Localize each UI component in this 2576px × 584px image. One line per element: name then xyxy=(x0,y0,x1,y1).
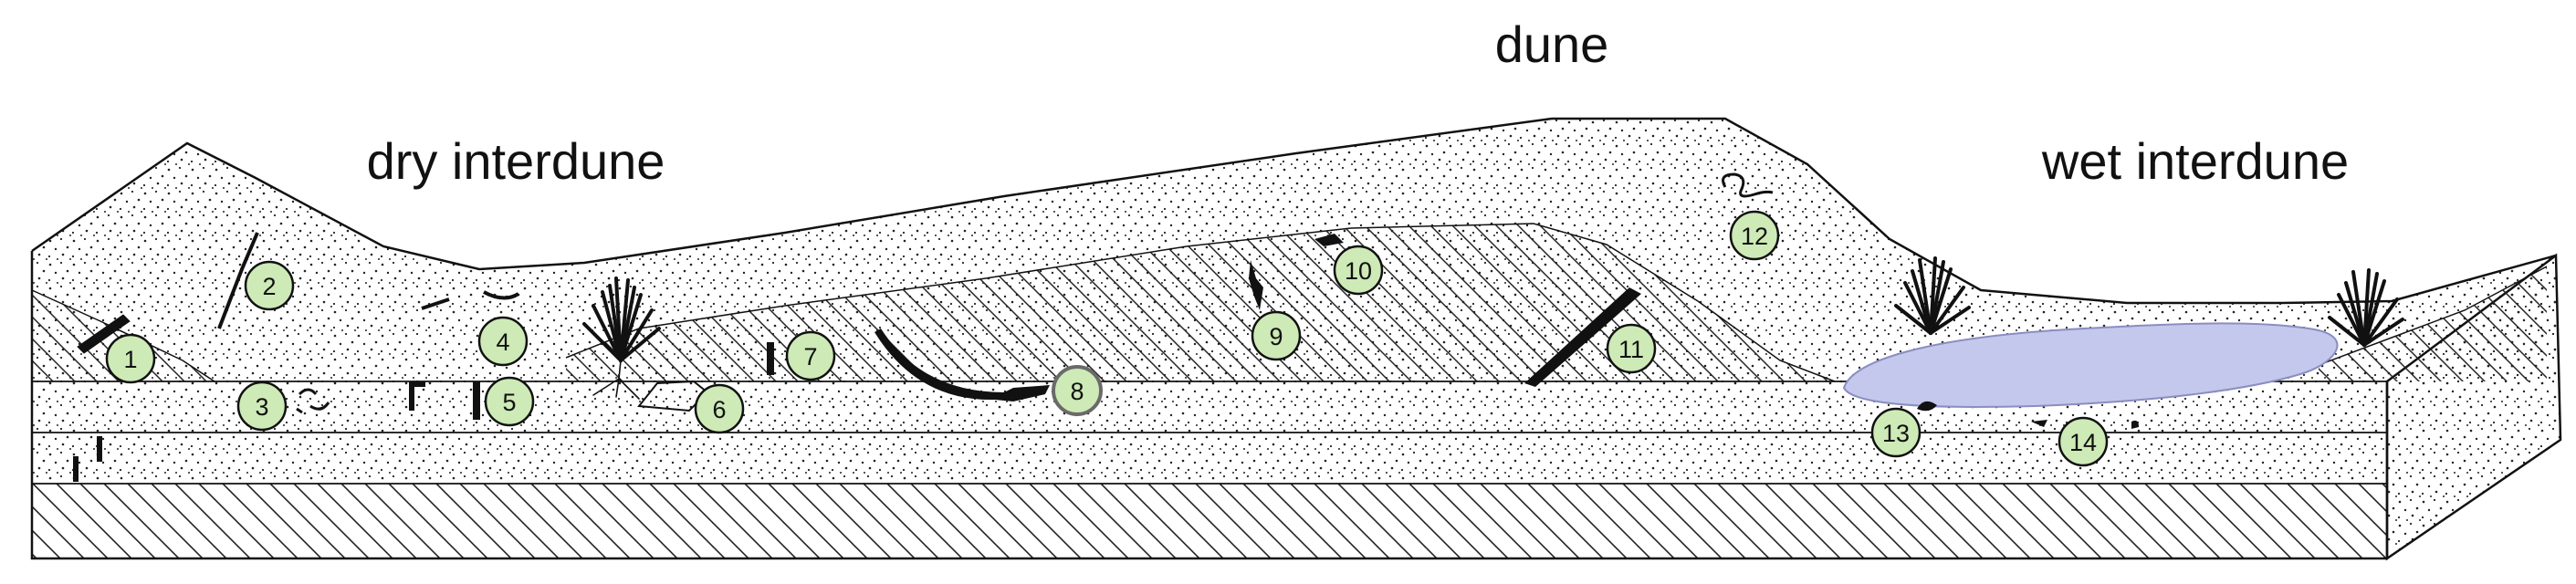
marker-number: 12 xyxy=(1741,223,1768,250)
marker-number: 9 xyxy=(1269,323,1283,350)
marker-circle xyxy=(236,381,288,432)
trace-feature-12 xyxy=(1722,172,1774,198)
marker-6: 6 xyxy=(694,383,745,434)
plant-icon xyxy=(1894,256,1971,335)
trace-feature-14 xyxy=(2031,420,2139,429)
marker-1: 1 xyxy=(105,333,156,384)
marker-circle xyxy=(1333,245,1384,296)
marker-number: 1 xyxy=(123,346,137,373)
trace-feature-9 xyxy=(1249,260,1263,310)
marker-14: 14 xyxy=(2058,416,2109,467)
trace-feature-8 xyxy=(874,328,1050,402)
marker-number: 7 xyxy=(803,343,817,370)
label-wet-interdune: wet interdune xyxy=(2041,132,2349,190)
marker-circle xyxy=(694,383,745,434)
marker-circle xyxy=(785,330,836,381)
marker-number: 14 xyxy=(2069,429,2097,456)
right-wedge-boundary xyxy=(2318,266,2548,366)
plant-icon xyxy=(2328,268,2404,347)
marker-10: 10 xyxy=(1333,245,1384,296)
marker-number: 2 xyxy=(262,273,276,300)
marker-3: 3 xyxy=(236,381,288,432)
marker-8: 8 xyxy=(1052,365,1103,416)
marker-number: 13 xyxy=(1882,420,1910,447)
stippled-layer-2 xyxy=(32,433,2387,484)
marker-circle xyxy=(1870,407,1922,458)
marker-circle xyxy=(1052,365,1103,416)
block-outline xyxy=(30,251,2389,560)
marker-circle xyxy=(2058,416,2109,467)
marker-number: 10 xyxy=(1345,257,1372,285)
plant-icon xyxy=(582,276,661,400)
marker-circle xyxy=(105,333,156,384)
marker-13: 13 xyxy=(1870,407,1922,458)
foreset-top-boundary xyxy=(565,223,1836,382)
marker-2: 2 xyxy=(244,260,295,311)
right-cross-bedded-wedge xyxy=(2319,266,2547,381)
trace-feature-7 xyxy=(767,342,774,375)
label-dune: dune xyxy=(1495,16,1609,73)
marker-number: 11 xyxy=(1618,336,1644,363)
trace-feature-2 xyxy=(217,232,259,329)
marker-circle xyxy=(1251,310,1302,361)
marker-12: 12 xyxy=(1729,210,1780,261)
marker-11: 11 xyxy=(1606,323,1657,374)
marker-circle xyxy=(1606,323,1657,374)
trace-feature-13 xyxy=(1917,401,1937,412)
trace-feature-1 xyxy=(77,314,131,354)
hatched-base-layer xyxy=(32,484,2387,558)
marker-circle xyxy=(244,260,295,311)
trace-feature-10 xyxy=(1314,234,1344,246)
trace-feature-small xyxy=(73,436,102,482)
marker-number: 4 xyxy=(496,328,509,356)
marker-4: 4 xyxy=(477,316,529,367)
marker-number: 6 xyxy=(712,396,726,423)
marker-number: 3 xyxy=(255,393,268,421)
marker-circle xyxy=(484,376,535,427)
marker-5: 5 xyxy=(484,376,535,427)
trace-feature-11 xyxy=(1524,287,1641,387)
marker-9: 9 xyxy=(1251,310,1302,361)
marker-number: 8 xyxy=(1070,378,1084,405)
trace-feature-3 xyxy=(296,388,330,414)
trace-feature-5 xyxy=(409,381,480,420)
marker-number: 5 xyxy=(502,389,516,416)
trace-feature-4 xyxy=(421,290,520,310)
marker-circle xyxy=(1729,210,1780,261)
wet-interdune-pond xyxy=(1842,322,2339,408)
marker-circle xyxy=(477,316,529,367)
marker-7: 7 xyxy=(785,330,836,381)
dune-surface-line xyxy=(31,117,2557,305)
label-dry-interdune: dry interdune xyxy=(367,132,665,190)
